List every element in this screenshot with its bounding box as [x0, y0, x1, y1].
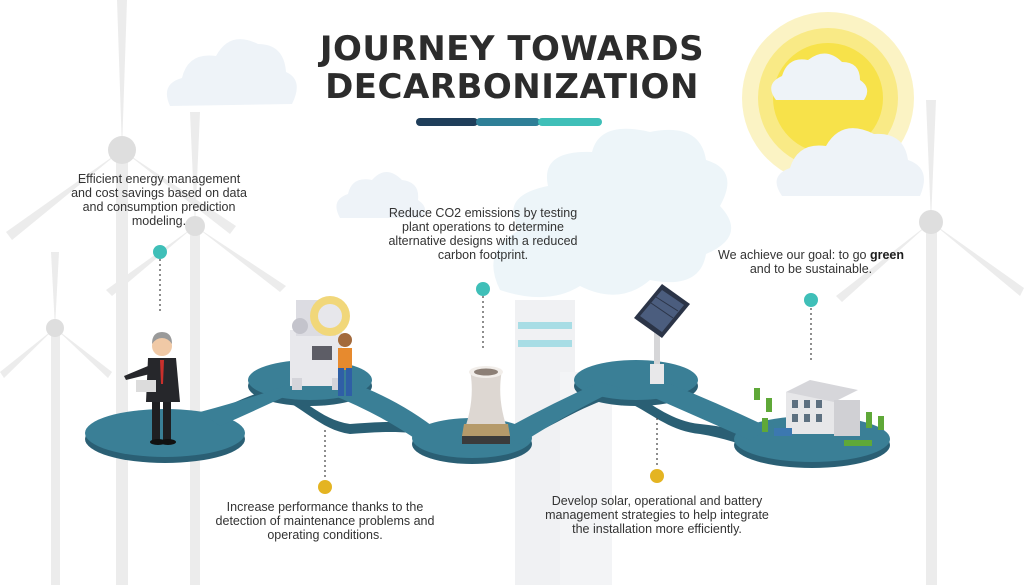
green-factory-icon: [754, 380, 884, 446]
press-machine-icon: [290, 296, 350, 390]
title-bar-dark: [416, 118, 478, 126]
cloud-icon: [166, 39, 924, 218]
title-line-2: DECARBONIZATION: [325, 67, 699, 107]
step-text-solar-strategy: Develop solar, operational and battery m…: [545, 494, 769, 536]
cooling-tower-icon: [462, 366, 510, 444]
title-bar-light: [538, 118, 602, 126]
goal-text-end: and to be sustainable.: [749, 262, 873, 276]
goal-text-start: We achieve our goal: to go: [718, 248, 870, 262]
step-connectors: [159, 259, 812, 480]
step-dot-performance: [318, 480, 332, 494]
step-text-goal: We achieve our goal: to go green and to …: [708, 248, 914, 276]
title-line-1: JOURNEY TOWARDS: [319, 29, 705, 69]
worker-icon: [338, 333, 352, 396]
page-title: JOURNEY TOWARDS DECARBONIZATION: [262, 30, 762, 106]
engineer-with-tablet-icon: [124, 332, 180, 445]
step-dot-co2-reduction: [476, 282, 490, 296]
title-bar-mid: [476, 118, 540, 126]
step-dot-solar-strategy: [650, 469, 664, 483]
smoke-plume: [493, 128, 732, 298]
step-dot-energy-management: [153, 245, 167, 259]
step-text-performance: Increase performance thanks to the detec…: [215, 500, 435, 542]
solar-panel-icon: [634, 284, 690, 384]
step-text-co2-reduction: Reduce CO2 emissions by testing plant op…: [388, 206, 578, 262]
goal-text-bold: green: [869, 248, 904, 262]
step-dot-goal: [804, 293, 818, 307]
step-text-energy-management: Efficient energy management and cost sav…: [71, 172, 247, 228]
